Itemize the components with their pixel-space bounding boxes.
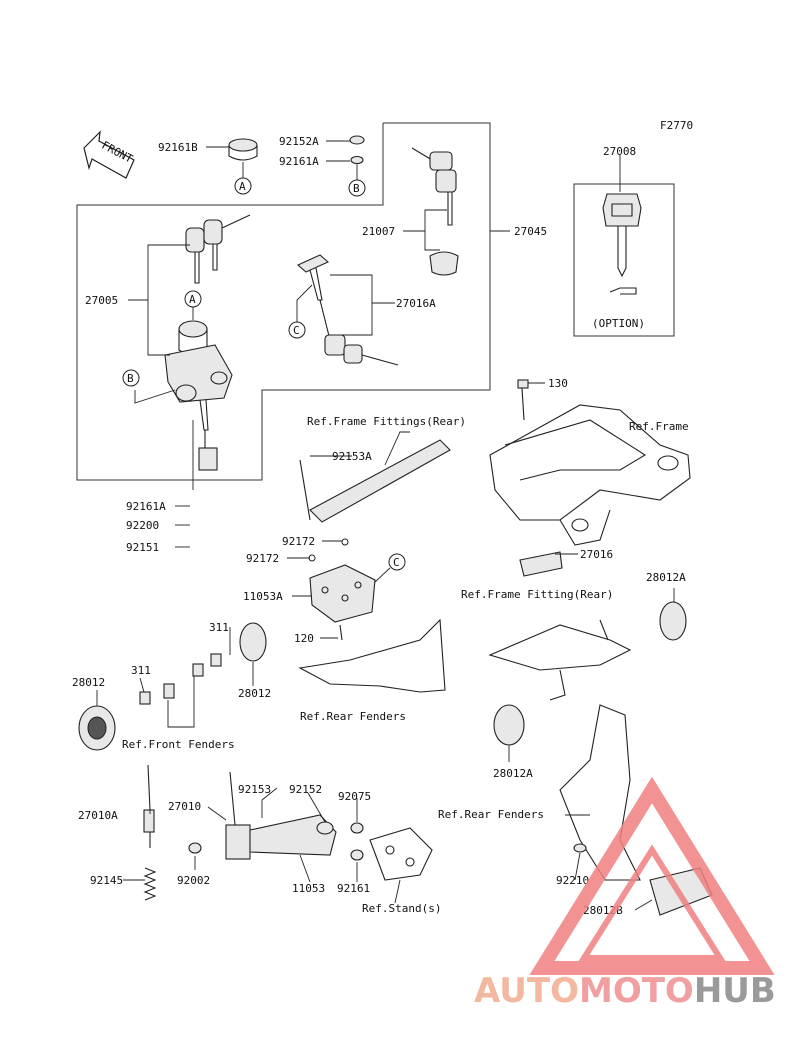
label-27005: 27005 (85, 294, 118, 307)
label-27016: 27016 (580, 548, 613, 561)
ref-rear-fenders-right: Ref.Rear Fenders (438, 808, 544, 821)
spacer-311-group (139, 653, 222, 705)
svg-text:B: B (353, 182, 360, 195)
warning-triangle-icon (529, 776, 775, 975)
label-92152a: 92152A (279, 135, 319, 148)
label-28012a-bottom: 28012A (493, 767, 533, 780)
label-92172-b: 92172 (246, 552, 279, 565)
washer-92152a (349, 135, 365, 145)
washer-92161a-top (350, 155, 364, 165)
label-92161b: 92161B (158, 141, 198, 154)
label-92200: 92200 (126, 519, 159, 532)
label-92161a-top: 92161A (279, 155, 319, 168)
callout-a-switch: A (184, 290, 202, 308)
rear-fender-center (298, 618, 446, 693)
reflector-28012a-top (659, 601, 687, 641)
label-311-a: 311 (209, 621, 229, 634)
leader-lines (96, 140, 675, 911)
label-28012a-top: 28012A (646, 571, 686, 584)
option-box (573, 183, 675, 337)
seat-lock-27016a (296, 254, 399, 366)
label-120: 120 (294, 632, 314, 645)
key-pair-27005 (185, 214, 251, 284)
label-27008: 27008 (603, 145, 636, 158)
option-label: (OPTION) (592, 317, 645, 330)
frame-fitting-rear-right (488, 619, 632, 701)
label-28012-right: 28012 (238, 687, 271, 700)
callout-b-switch: B (122, 369, 140, 387)
watermark-hub: HUB (694, 971, 776, 1011)
label-311-b: 311 (131, 664, 151, 677)
frame-fitting-bar (299, 439, 451, 523)
reflector-28012-right (239, 622, 267, 662)
label-27010a: 27010A (78, 809, 118, 822)
svg-text:C: C (393, 556, 400, 569)
ref-frame-fitting-rear: Ref.Frame Fitting(Rear) (461, 588, 613, 601)
label-92210: 92210 (556, 874, 589, 887)
label-11053: 11053 (292, 882, 325, 895)
svg-text:B: B (127, 372, 134, 385)
label-92152: 92152 (289, 783, 322, 796)
label-27010: 27010 (168, 800, 201, 813)
label-92172-a: 92172 (282, 535, 315, 548)
watermark-auto: AUTO (474, 971, 579, 1011)
callout-c-lock: C (288, 321, 306, 339)
option-key-27008 (602, 193, 642, 295)
stand-switch-27010 (188, 771, 337, 860)
label-92153a: 92153A (332, 450, 372, 463)
label-92151: 92151 (126, 541, 159, 554)
label-92153: 92153 (238, 783, 271, 796)
watermark-logo: AUTOMOTOHUB (474, 776, 776, 1011)
frame-part (489, 379, 691, 546)
label-130: 130 (548, 377, 568, 390)
svg-text:A: A (239, 180, 246, 193)
label-27016a: 27016A (396, 297, 436, 310)
figure-code: F2770 (660, 119, 693, 132)
callout-a-top: A (234, 177, 252, 195)
callout-c-bracket: C (388, 553, 406, 571)
spring-92145 (143, 867, 157, 901)
label-21007: 21007 (362, 225, 395, 238)
stand-bracket (316, 821, 433, 881)
label-28012-left: 28012 (72, 676, 105, 689)
ref-front-fenders: Ref.Front Fenders (122, 738, 235, 751)
watermark-moto: MOTO (579, 971, 694, 1011)
lock-27016 (519, 551, 563, 577)
key-set-21007 (411, 147, 459, 276)
label-11053a: 11053A (243, 590, 283, 603)
label-92161a-low: 92161A (126, 500, 166, 513)
label-92002: 92002 (177, 874, 210, 887)
label-92161: 92161 (337, 882, 370, 895)
reflector-28012-left (78, 705, 116, 751)
ignition-switch (164, 320, 233, 471)
reflector-28012a-bottom (493, 704, 525, 746)
ref-frame: Ref.Frame (629, 420, 689, 433)
label-27045: 27045 (514, 225, 547, 238)
sidestand-switch-27010a (143, 764, 155, 848)
front-arrow-icon: FRONT (83, 130, 135, 179)
label-92145: 92145 (90, 874, 123, 887)
ref-frame-fittings-rear: Ref.Frame Fittings(Rear) (307, 415, 466, 428)
svg-text:A: A (189, 293, 196, 306)
bracket-11053a (308, 538, 376, 641)
ref-rear-fenders-center: Ref.Rear Fenders (300, 710, 406, 723)
key-set-outline (76, 122, 491, 481)
ref-stands: Ref.Stand(s) (362, 902, 441, 915)
callout-b-top: B (348, 179, 366, 197)
svg-text:AUTOMOTOHUB: AUTOMOTOHUB (474, 971, 776, 1011)
part-labels: 92161B 92152A 92161A 27008 21007 27045 2… (72, 135, 689, 917)
svg-text:C: C (293, 324, 300, 337)
label-92075: 92075 (338, 790, 371, 803)
collar-part (228, 138, 258, 161)
